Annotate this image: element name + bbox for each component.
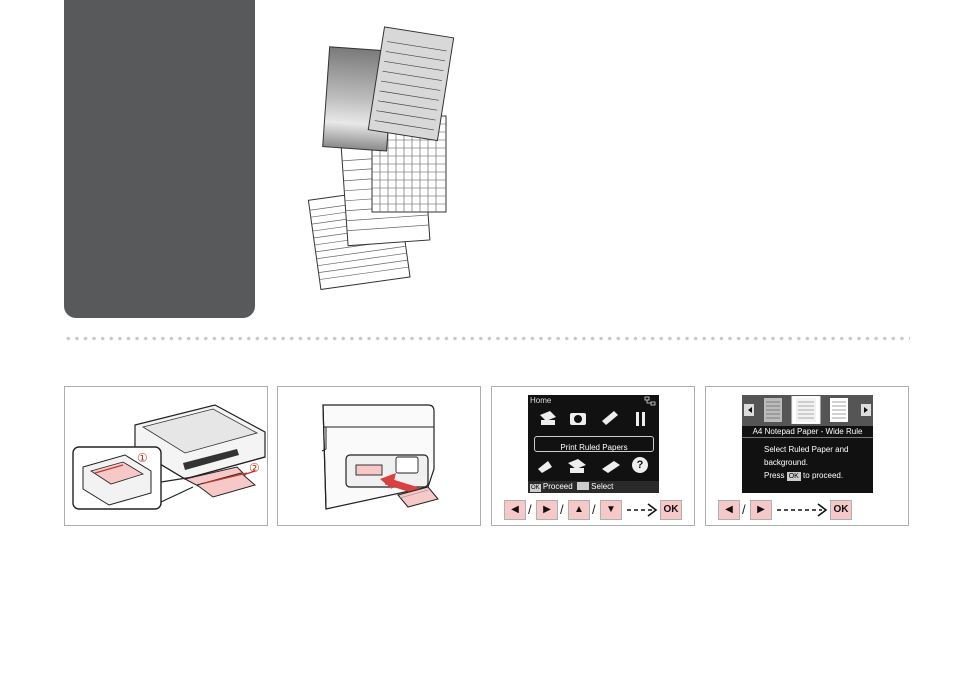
left-key[interactable]: ◀ [718,500,740,520]
scan-icon [602,411,618,425]
lcd-line-1: Select Ruled Paper and [764,445,849,454]
left-key[interactable]: ◀ [504,500,526,520]
copy-icon [540,411,556,425]
dotted-separator [64,336,910,341]
ruled-paper-icon [568,459,586,473]
section-tab-block [64,0,255,318]
ok-key[interactable]: OK [830,500,852,520]
slash: / [560,500,564,520]
chevron-right-icon [862,406,870,414]
menu-label-box[interactable]: Print Ruled Papers [534,436,654,452]
lcd-ok-badge: OK [787,472,801,481]
help-icon: ? [632,457,648,473]
step-panel-home-menu: Home Print Ruled Papers ? OK Proceed Sel [491,386,695,526]
printer-illustration [65,387,268,526]
lcd-select-screen: A4 Notepad Paper - Wide Rule Select Rule… [742,395,873,493]
dashed-arrow-icon [626,500,658,520]
lcd-top-icons [532,407,656,429]
ok-key[interactable]: OK [660,500,682,520]
step-panel-insert-card [277,386,481,526]
step-1-label: ① [137,451,148,465]
chevron-left-icon [746,406,754,414]
menu-label-print-ruled-papers: Print Ruled Papers [560,443,627,452]
down-key[interactable]: ▼ [600,500,622,520]
network-icon [644,396,656,406]
memory-card-illustration [278,387,481,526]
dashed-arrow-icon [776,500,828,520]
lcd-header-home: Home [530,396,551,405]
ruled-paper-thumbnails [762,396,854,424]
lcd-divider [742,437,873,438]
step-panel-load-paper: ① ② [64,386,268,526]
select-badge-icon [577,482,589,490]
footer-proceed: Proceed [543,482,573,491]
step-panel-select-paper: A4 Notepad Paper - Wide Rule Select Rule… [705,386,909,526]
up-key[interactable]: ▲ [568,500,590,520]
lcd-line-2: background. [764,458,808,467]
ok-badge: OK [530,484,541,492]
right-key[interactable]: ▶ [750,500,772,520]
lcd-home-screen: Home Print Ruled Papers ? OK Proceed Sel [528,395,659,493]
lcd-proceed-text: to proceed. [803,471,843,480]
lcd-line-3: Press OK to proceed. [764,471,843,481]
right-key[interactable]: ▶ [536,500,558,520]
lcd-title: A4 Notepad Paper - Wide Rule [742,427,873,436]
slash: / [528,500,532,520]
setup-icon [636,412,645,426]
lcd-footer: OK Proceed Select [528,481,659,493]
cd-print-icon [602,461,620,473]
footer-select: Select [591,482,613,491]
step-2-label: ② [249,461,260,475]
slash: / [742,500,746,520]
lcd-press-text: Press [764,471,784,480]
camera-icon [570,413,586,425]
slash: / [592,500,596,520]
ruled-papers-illustration [300,20,470,290]
photo-layout-icon [538,461,552,473]
